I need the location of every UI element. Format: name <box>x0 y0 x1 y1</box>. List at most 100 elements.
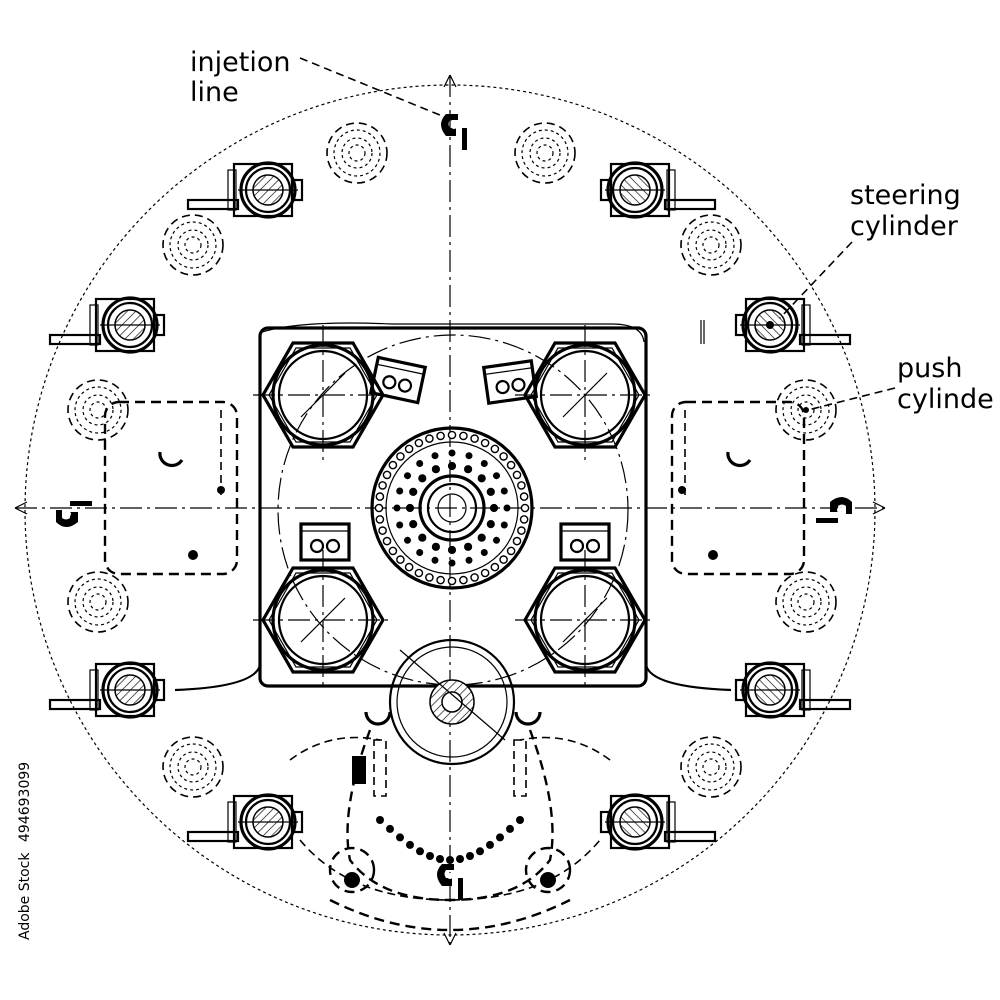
bolt-hole <box>512 536 522 546</box>
inner-bolt <box>489 503 499 513</box>
lower-bolt-dot <box>496 833 504 842</box>
lower-bolt-dot <box>376 816 384 824</box>
inner-bolt <box>396 521 404 529</box>
cylinder-block-top-left <box>369 355 427 405</box>
bracket-left <box>364 710 392 726</box>
lower-bolt-dot <box>396 833 404 842</box>
bolt-hole <box>470 573 479 582</box>
injection-line-connector-right <box>816 497 852 523</box>
bolt-hole <box>490 444 500 454</box>
push-cylinder <box>326 122 388 184</box>
bolt-hole <box>378 481 387 490</box>
watermark-stock-id: 494693099 <box>17 762 33 842</box>
bolt-hole <box>425 573 434 582</box>
lower-bolt-dot <box>406 840 414 849</box>
lower-bolt-dot <box>426 852 434 860</box>
bolt-hole <box>382 536 392 546</box>
bolt-hole <box>375 492 385 501</box>
lower-bolt-dot <box>456 855 464 863</box>
hex-jack-bottom-left <box>251 548 395 692</box>
push-cylinder <box>680 736 742 798</box>
bolt-hole <box>459 575 468 585</box>
injection-line-connector-left <box>56 501 92 527</box>
cylinder-block-top-right <box>482 359 538 405</box>
steering-cylinder <box>599 161 717 219</box>
lower-bolt-dot <box>476 847 484 856</box>
inner-bolt <box>409 487 418 497</box>
side-box-right <box>670 400 806 576</box>
inner-bolt <box>418 474 427 483</box>
inner-bolt <box>464 542 473 551</box>
watermark-brand: Adobe Stock <box>17 852 33 940</box>
bolt-hole <box>506 546 516 556</box>
hatch-mark <box>700 320 705 344</box>
bolt-hole <box>388 546 398 556</box>
bolt-hole <box>447 430 457 440</box>
push-cylinder <box>514 122 576 184</box>
inner-bolt <box>486 519 495 529</box>
inner-bolt <box>480 460 488 468</box>
bolt-hole <box>436 575 445 585</box>
bolt-hole <box>506 460 516 470</box>
steering-cylinder <box>186 161 304 219</box>
inner-bolt <box>431 556 439 564</box>
inner-bolt <box>396 487 404 495</box>
inner-bolt <box>480 549 488 557</box>
push-cylinder <box>67 379 129 441</box>
central-rotary-joint <box>370 426 534 590</box>
bolt-hole <box>414 438 424 448</box>
bolt-hole <box>447 576 457 586</box>
bolt-hole <box>374 503 384 513</box>
inner-bolt <box>405 503 415 513</box>
inner-bolt <box>464 465 473 474</box>
inner-bolt <box>465 556 473 564</box>
bolt-hole <box>404 562 414 572</box>
lower-bolt-dot <box>516 816 524 824</box>
leader-push-cylinder <box>807 387 896 411</box>
bolt-hole <box>404 444 414 454</box>
inner-bolt <box>477 474 486 483</box>
inner-bolt <box>404 472 412 480</box>
push-cylinder <box>680 214 742 276</box>
bolt-hole <box>480 438 490 448</box>
inner-bolt <box>431 465 441 474</box>
inner-bolt <box>465 452 473 460</box>
hex-jack-top-left <box>251 323 395 467</box>
steering-cylinder <box>186 793 304 851</box>
bolt-hole <box>512 470 522 480</box>
inner-bolt <box>486 487 495 497</box>
injection-line-connector-top <box>441 114 467 150</box>
hex-jack-bottom-right <box>513 548 657 692</box>
inner-bolt <box>503 504 511 512</box>
bolt-hole <box>378 526 387 535</box>
bolt-hole <box>490 562 500 572</box>
push-cylinder <box>775 571 837 633</box>
bolt-hole <box>519 492 529 501</box>
inner-bolt <box>500 521 508 529</box>
side-box-left <box>103 400 239 576</box>
bracket-right <box>514 710 542 726</box>
push-cylinder <box>162 736 224 798</box>
bolt-hole <box>520 503 530 513</box>
leader-steering-cylinder <box>779 241 853 319</box>
bolt-hole <box>517 526 526 535</box>
inner-bolt <box>416 460 424 468</box>
bolt-hole <box>436 431 445 441</box>
lower-bolt-dot <box>416 847 424 856</box>
bolt-hole <box>425 434 434 443</box>
bolt-hole <box>480 568 490 578</box>
watermark: Adobe Stock 494693099 <box>17 762 33 940</box>
lower-bolt-dot <box>466 852 474 860</box>
inner-bolt <box>447 545 457 555</box>
central-frame <box>174 322 732 692</box>
label-steering-cylinder-2: cylinder <box>850 211 959 242</box>
lower-bolt-dot <box>506 824 514 833</box>
label-injection-line-2: line <box>190 77 239 108</box>
inner-bolt <box>500 487 508 495</box>
inner-bolt <box>493 536 501 544</box>
inner-bolt <box>431 452 439 460</box>
lower-bolt-dot <box>436 855 444 863</box>
bolt-hole <box>459 431 468 441</box>
inner-bolt <box>447 461 457 471</box>
